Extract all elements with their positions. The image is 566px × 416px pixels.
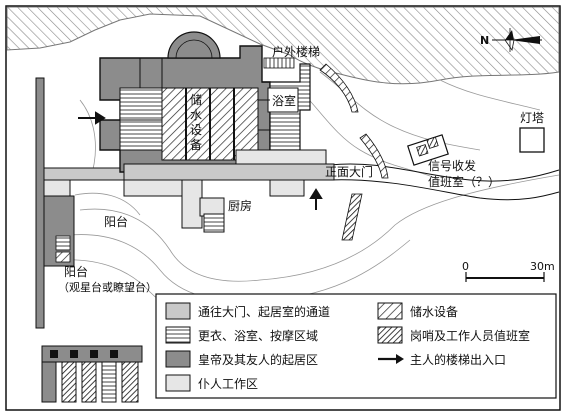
label-main-gate: 正面大门 bbox=[325, 164, 373, 179]
label-outdoor-stair: 户外楼梯 bbox=[272, 44, 320, 59]
sea-area bbox=[6, 6, 560, 85]
legend-item-servant-area: 仆人工作区 bbox=[165, 374, 258, 392]
legend: 通往大门、起居室的通道 储水设备 更衣、浴室、按摩区域 岗哨及工作人员值班室 皇… bbox=[155, 293, 557, 399]
label-storage-1: 储 bbox=[190, 92, 202, 107]
guard-post-hatch bbox=[341, 193, 363, 241]
legend-item-imperial-residence: 皇帝及其友人的起居区 bbox=[165, 350, 318, 368]
stair-entrance-arrows bbox=[78, 111, 323, 210]
north-arrow: N bbox=[480, 28, 542, 52]
legend-item-bath-area: 更衣、浴室、按摩区域 bbox=[165, 326, 318, 344]
label-terrace-2: 阳台 bbox=[64, 264, 88, 279]
svg-text:30m: 30m bbox=[530, 260, 555, 273]
label-signal-room-2: 值班室（？） bbox=[428, 174, 500, 189]
signal-room-building bbox=[407, 134, 449, 166]
road bbox=[329, 163, 560, 201]
svg-text:仆人工作区: 仆人工作区 bbox=[198, 377, 258, 391]
map-frame bbox=[5, 5, 561, 411]
svg-text:主人的楼梯出入口: 主人的楼梯出入口 bbox=[410, 352, 506, 367]
sea-stair-band bbox=[319, 63, 359, 113]
label-terrace: 阳台 bbox=[104, 214, 128, 229]
scale-bar: 0 30m bbox=[462, 260, 555, 282]
sea-stair-band-2 bbox=[359, 133, 389, 179]
label-storage-3: 设 bbox=[190, 123, 202, 137]
svg-text:0: 0 bbox=[462, 260, 469, 273]
svg-text:皇帝及其友人的起居区: 皇帝及其友人的起居区 bbox=[198, 352, 318, 367]
svg-text:储水设备: 储水设备 bbox=[410, 304, 458, 319]
svg-text:N: N bbox=[480, 34, 489, 47]
svg-text:更衣、浴室、按摩区域: 更衣、浴室、按摩区域 bbox=[198, 328, 318, 343]
legend-item-guard-post: 岗哨及工作人员值班室 bbox=[377, 326, 530, 344]
svg-text:通往大门、起居室的通道: 通往大门、起居室的通道 bbox=[198, 304, 330, 319]
label-bath: 浴室 bbox=[272, 93, 296, 108]
key-map bbox=[41, 345, 143, 403]
lighthouse-building bbox=[519, 127, 545, 153]
main-building bbox=[99, 31, 335, 233]
label-signal-room-1: 信号收发 bbox=[428, 158, 476, 173]
label-kitchen: 厨房 bbox=[228, 198, 252, 213]
label-storage-2: 水 bbox=[190, 108, 202, 122]
legend-item-water-storage: 储水设备 bbox=[377, 302, 458, 320]
label-lighthouse: 灯塔 bbox=[520, 111, 544, 125]
legend-item-stair-entrance: 主人的楼梯出入口 bbox=[378, 352, 506, 367]
label-terrace-2-note: （观星台或瞭望台） bbox=[58, 280, 157, 294]
label-storage-4: 备 bbox=[190, 138, 202, 152]
legend-item-passage: 通往大门、起居室的通道 bbox=[165, 302, 330, 320]
svg-text:岗哨及工作人员值班室: 岗哨及工作人员值班室 bbox=[410, 328, 530, 343]
west-gallery bbox=[35, 77, 135, 329]
